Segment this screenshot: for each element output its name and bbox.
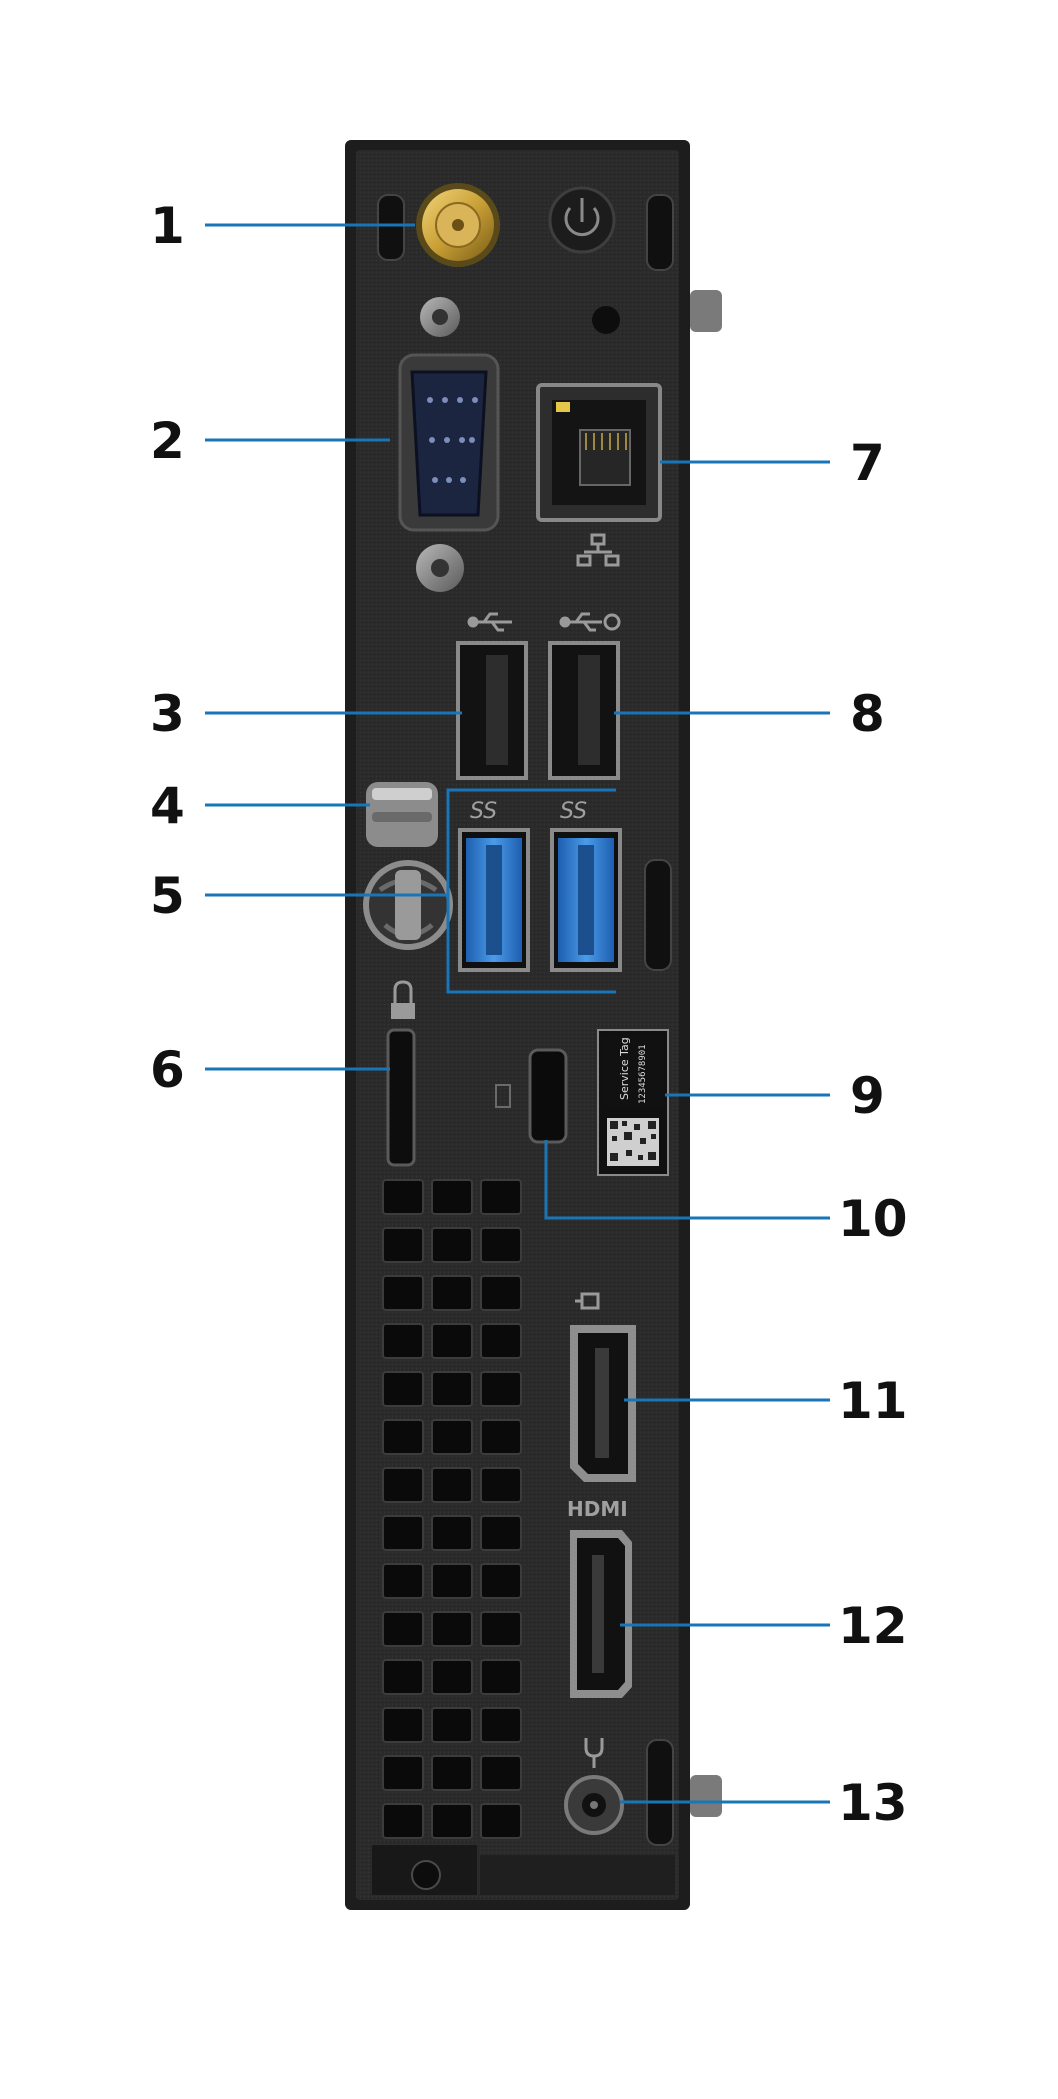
vent-slot <box>431 1515 473 1551</box>
leader-10 <box>544 1140 830 1220</box>
vent-slot <box>480 1515 522 1551</box>
callout-7: 7 <box>850 434 885 492</box>
vent-slot <box>431 1563 473 1599</box>
usb3-ss-label-right: SS <box>560 799 587 824</box>
network-port-icon <box>536 383 662 522</box>
usb2-port-icon <box>456 641 528 780</box>
vent-slot <box>431 1227 473 1263</box>
vent-slot <box>431 1707 473 1743</box>
vent-slot <box>480 1179 522 1215</box>
vent-slot <box>480 1707 522 1743</box>
vent-slot <box>431 1371 473 1407</box>
service-tag-code: 12345678901 <box>638 1044 648 1104</box>
vga-port-icon <box>398 353 500 532</box>
leader-5b <box>446 895 616 994</box>
cable-holder-loop-icon <box>363 860 453 950</box>
leader-lines <box>205 223 830 1804</box>
ventilation-grille <box>382 1179 522 1839</box>
vent-slot <box>431 1467 473 1503</box>
callout-13: 13 <box>838 1774 908 1832</box>
callout-8: 8 <box>850 685 885 743</box>
vent-slot <box>382 1707 424 1743</box>
callout-10: 10 <box>838 1190 908 1248</box>
vent-slot <box>431 1611 473 1647</box>
vent-slot <box>382 1419 424 1455</box>
vent-slot <box>480 1227 522 1263</box>
screw-hole-bottom <box>411 1860 441 1890</box>
callout-12: 12 <box>838 1597 908 1655</box>
vent-slot <box>382 1179 424 1215</box>
usb2-powershare-port-icon <box>548 641 620 780</box>
vent-slot <box>480 1659 522 1695</box>
mount-slot-bottom-right <box>646 1739 674 1846</box>
vent-slot <box>382 1227 424 1263</box>
vent-slot <box>480 1611 522 1647</box>
usb-symbol-icon <box>467 612 512 632</box>
callout-9: 9 <box>850 1067 885 1125</box>
vent-slot <box>382 1275 424 1311</box>
callout-3: 3 <box>150 685 185 743</box>
network-symbol-icon <box>576 533 620 567</box>
callout-numbers: 1 2 3 4 5 6 7 8 9 10 11 12 13 <box>150 197 908 1832</box>
hdmi-label: HDMI <box>567 1497 628 1521</box>
vent-slot <box>480 1275 522 1311</box>
service-tag-label-icon: Service Tag 12345678901 <box>597 1029 669 1176</box>
screw-hole-right <box>592 306 620 334</box>
vent-slot <box>382 1515 424 1551</box>
power-button-icon <box>548 186 616 254</box>
vent-slot <box>431 1323 473 1359</box>
callout-6: 6 <box>150 1041 185 1099</box>
callout-11: 11 <box>838 1372 908 1430</box>
vent-slot <box>480 1323 522 1359</box>
mount-slot-top-left <box>377 194 405 261</box>
vent-slot <box>480 1803 522 1839</box>
power-connector-icon <box>564 1775 624 1835</box>
usb3-ss-label-left: SS <box>470 799 497 824</box>
vent-slot <box>480 1419 522 1455</box>
vent-slot <box>480 1755 522 1791</box>
vent-slot <box>382 1323 424 1359</box>
displayport-icon <box>570 1292 636 1482</box>
vga-screw-top <box>420 297 460 337</box>
antenna-connector-icon <box>416 183 500 267</box>
usb-powershare-symbol-icon <box>559 612 621 632</box>
callout-2: 2 <box>150 412 185 470</box>
vent-slot <box>431 1275 473 1311</box>
vent-slot <box>382 1467 424 1503</box>
vent-slot <box>480 1467 522 1503</box>
cable-holder-icon <box>366 782 438 847</box>
leader-5 <box>205 788 616 897</box>
sd-card-slot-icon <box>386 980 416 1167</box>
callout-4: 4 <box>150 777 185 835</box>
vent-slot <box>382 1611 424 1647</box>
vent-slot <box>431 1179 473 1215</box>
vent-slot <box>382 1803 424 1839</box>
mount-slot-top-right <box>646 194 674 271</box>
service-tag-text: Service Tag <box>618 1037 631 1100</box>
vent-slot <box>431 1419 473 1455</box>
vent-slot <box>431 1659 473 1695</box>
usb3-port-icon <box>458 828 530 972</box>
vga-screw-bottom <box>416 544 464 592</box>
hdmi-port-icon: HDMI <box>567 1497 632 1698</box>
vent-slot <box>480 1563 522 1599</box>
vent-slot <box>382 1563 424 1599</box>
vent-slot <box>382 1659 424 1695</box>
callout-1: 1 <box>150 197 185 255</box>
callout-5: 5 <box>150 867 185 925</box>
vent-slot <box>431 1755 473 1791</box>
side-screw-bottom <box>690 1775 722 1817</box>
vent-slot <box>382 1371 424 1407</box>
side-screw-top <box>690 290 722 332</box>
vent-slot <box>382 1755 424 1791</box>
usb3-port-right-icon <box>550 828 622 972</box>
mount-slot-mid-right <box>644 859 672 971</box>
vent-slot <box>431 1803 473 1839</box>
security-cable-slot-icon <box>495 1048 568 1144</box>
power-symbol-icon <box>584 1738 604 1768</box>
vent-slot <box>480 1371 522 1407</box>
